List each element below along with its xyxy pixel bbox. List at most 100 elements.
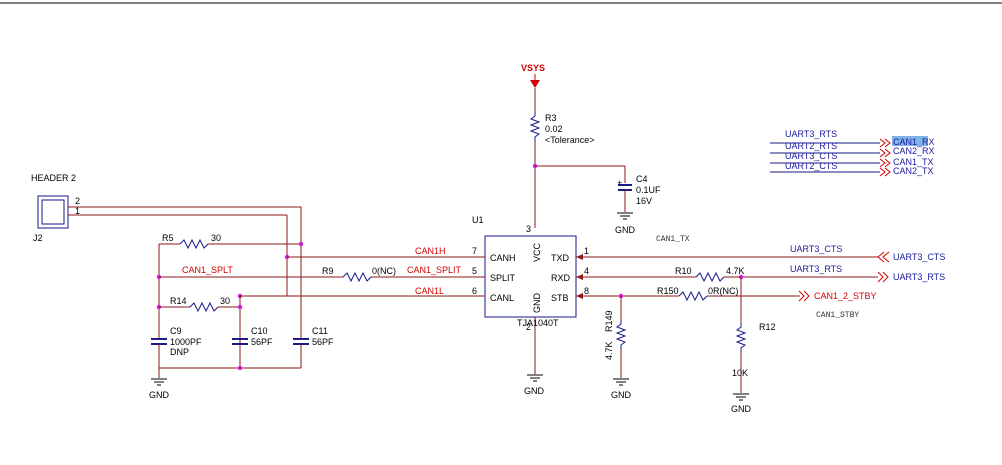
pinnum-txd: 1 (584, 246, 589, 256)
pinnum-canh: 7 (472, 246, 477, 256)
gnd-icon (151, 378, 167, 386)
junction (298, 241, 304, 247)
net-legend: UART3_RTS UART2_RTS UART3_CTS UART2_CTS … (770, 129, 935, 177)
r150-value: 0R(NC) (708, 286, 739, 296)
pin-canh: CANH (490, 253, 516, 263)
c10-ref: C10 (251, 326, 268, 336)
u1-part: TJA1040T (517, 318, 559, 328)
port-uart3-rts: UART3_RTS (893, 272, 945, 282)
c9-note: DNP (170, 347, 189, 357)
pin-vcc: VCC (532, 242, 542, 262)
gnd-icon (613, 378, 629, 386)
pin-gnd: GND (532, 293, 542, 314)
j2-header-body (37, 195, 69, 229)
net-can1h: CAN1H (415, 246, 446, 256)
r5-value: 30 (211, 233, 221, 243)
c4-gnd-label: GND (615, 225, 636, 235)
cap-gnd-label: GND (149, 390, 170, 400)
r3-value: 0.02 (545, 124, 563, 134)
r12-value: 10K (732, 368, 748, 378)
r9-resistor (342, 271, 372, 283)
offpage-out-icon (877, 271, 889, 283)
r150-resistor (678, 290, 708, 302)
pinnum-canl: 6 (472, 286, 477, 296)
stb-arrow-icon (576, 293, 583, 299)
u1-ref: U1 (472, 215, 484, 225)
legend-arrows-icon (879, 138, 891, 177)
j2-pin2: 2 (75, 196, 80, 206)
gnd-icon (617, 212, 633, 220)
c11-ref: C11 (312, 326, 328, 336)
legend-right-0: CAN1_RX (893, 137, 935, 147)
r9-value: 0(NC) (372, 266, 396, 276)
pinnum-stb: 8 (584, 286, 589, 296)
r12-ref: R12 (759, 322, 776, 332)
c4-value: 0.1UF (636, 185, 661, 195)
pin-split: SPLIT (490, 273, 516, 283)
offpage-in-icon (877, 251, 890, 263)
r5-resistor (179, 238, 209, 250)
legend-right-3: CAN2_TX (893, 166, 934, 176)
r149-gnd-label: GND (611, 390, 632, 400)
pin-stb: STB (551, 293, 569, 303)
r10-resistor (695, 271, 725, 283)
net-uart3-rts-wire: UART3_RTS (790, 264, 842, 274)
r149-ref: R149 (604, 310, 614, 332)
legend-right-2: CAN1_TX (893, 157, 934, 167)
vsys-arrow-icon (530, 74, 540, 88)
offpage-out-icon (798, 290, 810, 302)
pin-txd: TXD (551, 253, 570, 263)
comment-can1-stby: CAN1_STBY (816, 311, 859, 320)
r3-note: <Tolerance> (545, 135, 595, 145)
r5-ref: R5 (162, 233, 174, 243)
vsys-label: VSYS (521, 63, 545, 73)
legend-highlight (892, 136, 928, 146)
txd-arrow-icon (576, 254, 583, 260)
r3-resistor (529, 112, 541, 142)
c4-voltage: 16V (636, 196, 652, 206)
rxd-arrow-icon (576, 274, 583, 280)
legend-left-3: UART2_CTS (785, 161, 837, 171)
r10-value: 4.7K (726, 266, 745, 276)
net-can1-split: CAN1_SPLIT (407, 265, 462, 275)
legend-right-1: CAN2_RX (893, 146, 935, 156)
net-uart3-cts-wire: UART3_CTS (790, 244, 842, 254)
c4-ref: C4 (636, 174, 648, 184)
c9-capacitor (151, 338, 167, 345)
r14-resistor (189, 301, 219, 313)
legend-left-0: UART3_RTS (785, 129, 837, 139)
j2-header-inner (41, 199, 65, 225)
net-can1l: CAN1L (415, 286, 444, 296)
r14-ref: R14 (170, 296, 187, 306)
legend-left-1: UART2_RTS (785, 141, 837, 151)
svg-text:+: + (617, 178, 622, 188)
header-title: HEADER 2 (31, 173, 76, 183)
r149-value: 4.7K (604, 341, 614, 360)
r150-ref: R150 (657, 286, 679, 296)
r12-resistor (735, 323, 747, 352)
junction (237, 365, 243, 371)
pinnum-gnd: 2 (526, 322, 531, 332)
port-uart3-cts: UART3_CTS (893, 252, 945, 262)
pinnum-rxd: 4 (584, 266, 589, 276)
r14-value: 30 (220, 296, 230, 306)
r9-ref: R9 (322, 266, 334, 276)
c11-capacitor (293, 338, 309, 345)
gnd-icon (527, 374, 543, 382)
pin-rxd: RXD (551, 273, 571, 283)
pinnum-vcc: 3 (526, 224, 531, 234)
comment-can1-tx: CAN1_TX (656, 235, 690, 244)
c11-value: 56PF (312, 337, 334, 347)
legend-left-2: UART3_CTS (785, 151, 837, 161)
j2-ref: J2 (33, 233, 43, 243)
u1-gnd-label: GND (524, 386, 545, 396)
r10-ref: R10 (675, 266, 692, 276)
junction (237, 304, 243, 310)
pin-canl: CANL (490, 293, 514, 303)
port-can1-2-stby: CAN1_2_STBY (814, 291, 877, 301)
c10-capacitor (232, 338, 248, 345)
j2-pin1: 1 (75, 206, 80, 216)
r149-resistor (615, 320, 627, 350)
c9-value: 1000PF (170, 337, 202, 347)
